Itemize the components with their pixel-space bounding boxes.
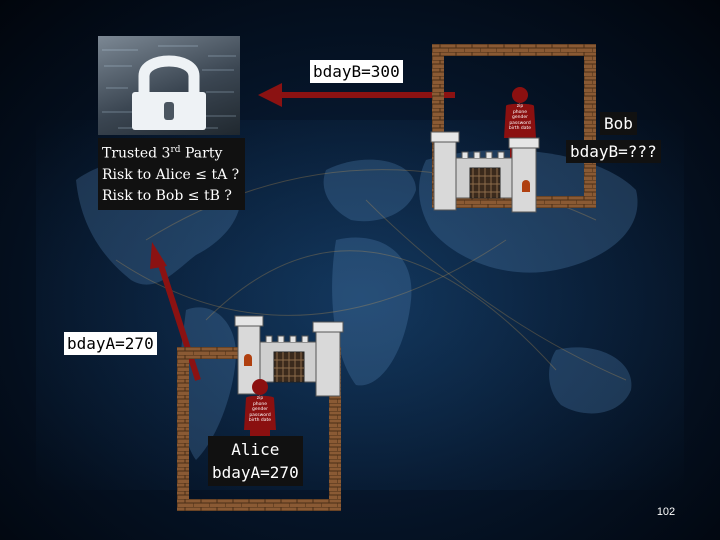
bob-castle bbox=[428, 124, 546, 216]
person-icon bbox=[244, 379, 276, 448]
bob-name: Bob bbox=[600, 112, 637, 135]
risk-to-alice: Risk to Alice ≤ tA ? bbox=[102, 166, 240, 183]
arrow-alice-to-trusted bbox=[150, 242, 201, 381]
padlock-icon bbox=[102, 45, 236, 130]
alice-sent-bday-label: bdayA=270 bbox=[64, 332, 157, 355]
arrow-bob-to-trusted bbox=[258, 83, 455, 107]
page-number: 102 bbox=[656, 506, 676, 518]
castle-wall-icon bbox=[430, 131, 540, 213]
alice-person: zip phone gender password birth date bbox=[240, 378, 280, 448]
bob-bday: bdayB=??? bbox=[566, 140, 661, 163]
alice-bday: bdayA=270 bbox=[212, 463, 299, 482]
trusted-party-title: Trusted 3rd Party bbox=[102, 145, 223, 162]
padlock-image bbox=[98, 36, 240, 135]
alice-name: Alice bbox=[231, 440, 280, 459]
bob-sent-bday-label: bdayB=300 bbox=[310, 60, 403, 83]
alice-castle bbox=[232, 308, 350, 400]
trusted-party-box: Trusted 3rd Party Risk to Alice ≤ tA ? R… bbox=[98, 138, 246, 210]
alice-name-bday-box: Alice bdayA=270 bbox=[208, 436, 303, 486]
castle-wall-icon bbox=[234, 315, 344, 397]
risk-to-bob: Risk to Bob ≤ tB ? bbox=[102, 187, 232, 204]
